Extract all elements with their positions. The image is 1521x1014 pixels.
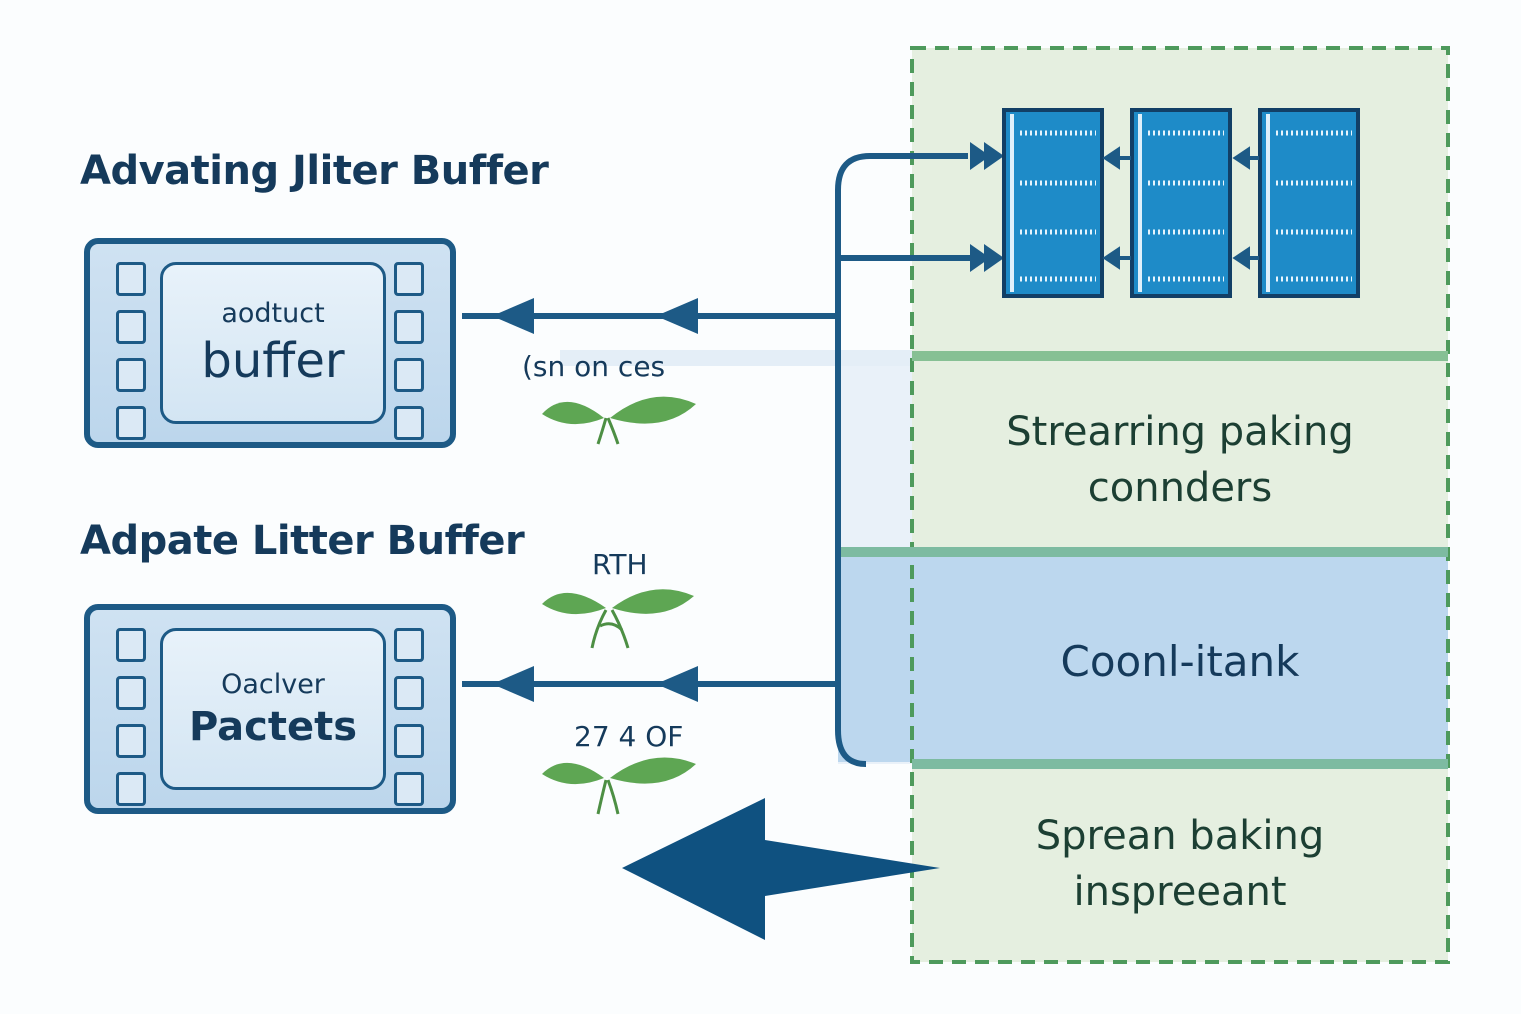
buffer-caption: Oaclver [221,668,325,700]
buffer-slots [394,628,424,806]
panel-section-3-line2: inspreeant [1073,869,1287,915]
stage-panel-border [910,46,1450,964]
panel-section-3-line1: Sprean baking [1035,813,1325,859]
panel-section-3: Sprean baking inspreeant [912,808,1448,920]
buffer-device-icon: Oaclver Pactets [84,604,456,814]
band-blue [838,556,1448,762]
bracket-connector [835,153,968,767]
arrowhead-icon [656,666,698,702]
arrowhead-icon [492,666,534,702]
arrowhead-icon [656,298,698,334]
leaf-icon [542,757,696,815]
buffer-screen: aodtuct buffer [160,262,386,424]
packet-stack-icon [1130,108,1232,298]
buffer-caption: aodtuct [221,297,325,329]
buffer-name: buffer [201,332,345,389]
leaf-icon [542,396,696,445]
arrow-label: (sn on ces [522,350,666,383]
panel-section-1: Strearring paking connders [912,404,1448,516]
arrowhead-icon [492,298,534,334]
buffer-device-icon: aodtuct buffer [84,238,456,448]
leaf-icon [542,589,694,649]
stack-arrows [1102,146,1259,270]
buffer-slots [394,262,424,440]
panel-section-1-line2: connders [1087,465,1273,511]
section-title: Adpate Litter Buffer [80,518,525,564]
section-title: Advating Jliter Buffer [80,148,549,194]
arrowhead-icon [970,244,990,272]
arrowhead-icon [984,244,1004,272]
highlight-strip [560,350,912,366]
buffer-slots [116,262,146,440]
arrowhead-icon [970,142,990,170]
output-arrow-icon [622,798,940,940]
arrow-label: RTH [592,548,648,581]
packet-stack-icon [1258,108,1360,298]
panel-section-1-line1: Strearring paking [1006,409,1354,455]
buffer-slots [116,628,146,806]
buffer-screen: Oaclver Pactets [160,628,386,790]
packet-stack-icon [1002,108,1104,298]
arrowhead-icon [984,142,1004,170]
panel-section-2: Coonl-itank [1060,637,1300,686]
buffer-name: Pactets [188,703,358,750]
arrow-label: 27 4 OF [574,720,684,753]
